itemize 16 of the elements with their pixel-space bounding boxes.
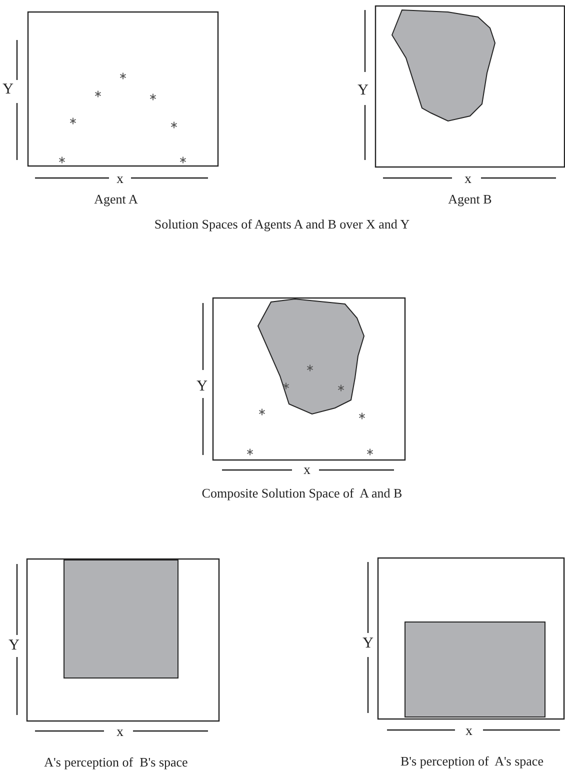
axis-label: x [464, 173, 472, 187]
figure-caption: B's perception of A's space [400, 754, 544, 768]
axis-label: Y [362, 636, 374, 652]
panel-caption: Agent A [94, 192, 138, 206]
axis-label: Y [2, 82, 14, 98]
panel-caption: Agent B [448, 192, 492, 206]
axis-label: Y [358, 84, 368, 98]
axis-label: x [116, 173, 124, 187]
axis-label: x [466, 725, 472, 739]
axis-label: Y [8, 638, 20, 654]
axis-label: Y [196, 380, 208, 394]
figure-caption: A's perception of B's space [44, 756, 188, 768]
figure-caption: Solution Spaces of Agents A and B over X and Y [154, 218, 410, 230]
axis-label: x [304, 464, 310, 478]
axis-label: x [116, 726, 124, 740]
figure-caption: Composite Solution Space of A and B [202, 486, 402, 500]
